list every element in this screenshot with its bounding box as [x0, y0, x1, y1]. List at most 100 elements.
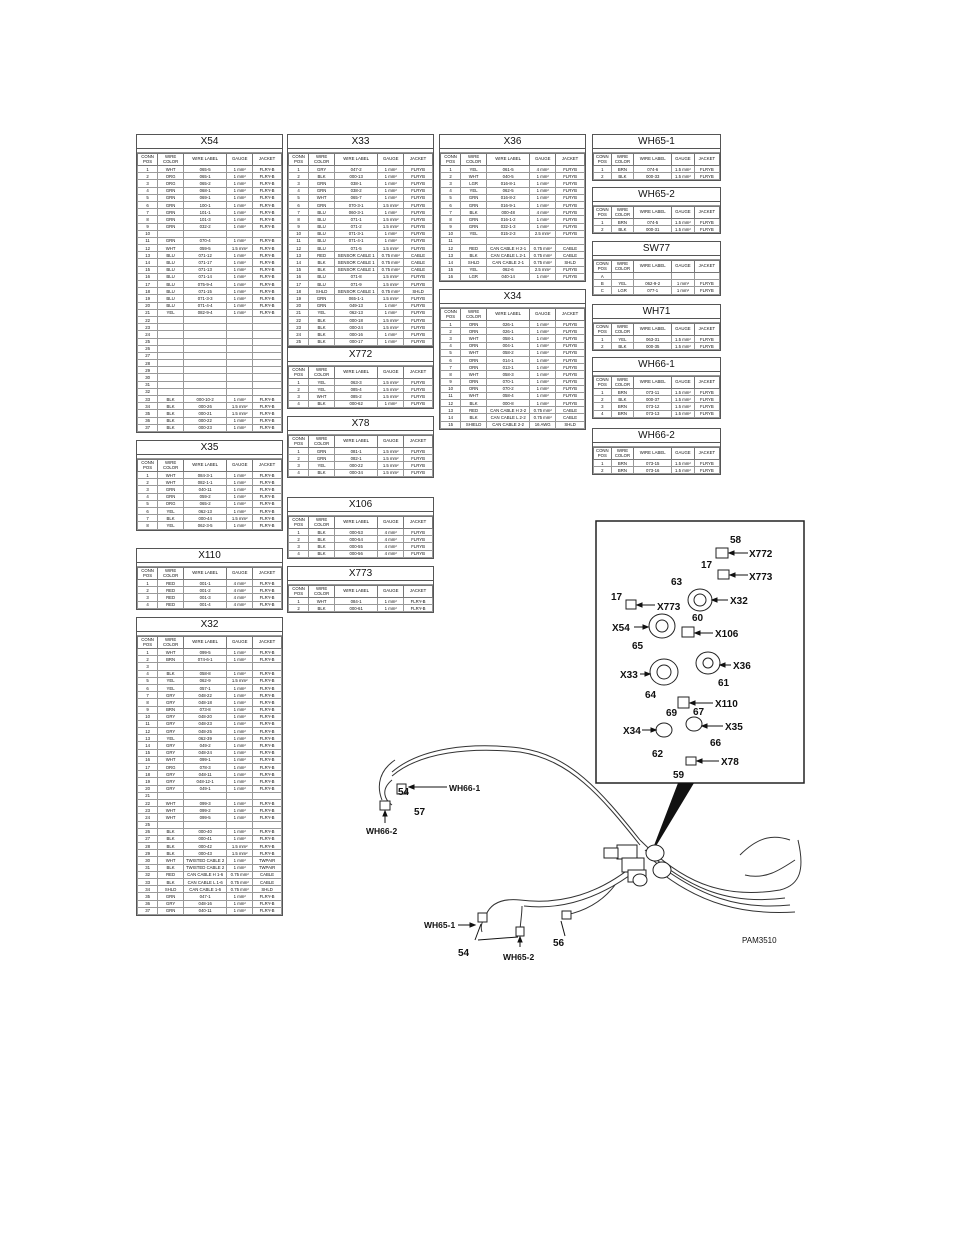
table-cell: 062-6 — [486, 265, 531, 274]
table-cell: FLRY-B — [252, 906, 282, 915]
table-cell: FLRYB — [555, 370, 585, 379]
table-cell — [183, 351, 228, 361]
table-cell: 14 — [287, 258, 310, 267]
table-cell — [693, 271, 721, 281]
table-cell: 6 — [439, 355, 462, 365]
table-cell: CABLE — [555, 251, 585, 260]
table-cell: CAN CABLE L 2-1 — [486, 251, 531, 260]
table-cell: 063-3 — [334, 377, 379, 387]
table-cell: FLRYB — [555, 355, 585, 365]
callout-59: 59 — [673, 770, 685, 781]
table-cell: 1 — [136, 470, 159, 480]
table-cell — [252, 380, 282, 389]
table-cell: 1 mm² — [529, 384, 557, 393]
table-title: X35 — [137, 441, 282, 455]
table-cell: FLRYB — [403, 549, 433, 558]
table-cell: 23 — [136, 323, 159, 332]
table-cell: FLRYB — [403, 385, 433, 394]
table-cell: 0.75 mm² — [529, 413, 557, 422]
table-cell: 070-1 — [486, 377, 531, 386]
table-cell: 4 mm² — [377, 549, 405, 558]
table-cell: 5 — [439, 348, 462, 357]
table-cell: 1 mm² — [226, 287, 254, 296]
table-cell: 084-3-1 — [183, 470, 228, 480]
table-cell: 15 — [136, 265, 159, 274]
table-cell: FLRYB — [693, 395, 721, 404]
table-cell: FLRY-B — [252, 485, 282, 494]
callout-x34: X34 — [623, 726, 641, 737]
table-cell: 1.5 mm² — [377, 454, 405, 463]
table-cell: 37 — [136, 906, 159, 915]
table-cell: 1 mm² — [377, 399, 405, 408]
table-cell: 1 — [287, 377, 310, 387]
callout-x32: X32 — [730, 596, 748, 607]
table-cell: FLRYB — [555, 391, 585, 401]
callout-x35: X35 — [725, 722, 743, 733]
table-cell: 4 mm² — [226, 600, 254, 609]
table-cell: 24 — [136, 330, 159, 339]
table-cell — [252, 351, 282, 361]
table-cell: 25 — [136, 337, 159, 346]
table-cell: 1 mm² — [226, 416, 254, 425]
table-cell: FLRYB — [693, 387, 721, 397]
table-cell: 1 mm² — [226, 492, 254, 501]
table-cell: 071-4-4 — [183, 301, 228, 310]
table-cell: 062-9-2 — [633, 279, 673, 288]
table-cell: 26 — [136, 344, 159, 353]
column-header: CONN POS — [287, 585, 310, 598]
table-title: WH65-1 — [593, 135, 720, 149]
callout-64: 64 — [645, 690, 657, 701]
table-cell — [183, 330, 228, 339]
table-cell: 0.75 mm² — [377, 251, 405, 260]
table-title: X36 — [440, 135, 585, 149]
table-title: X78 — [288, 417, 433, 431]
table-cell: 1 mm² — [226, 272, 254, 282]
callout-54-top: 54 — [398, 787, 410, 798]
table-cell: 16 — [439, 272, 462, 282]
table-cell: 014-1 — [486, 355, 531, 365]
table-cell: FLRY-B — [252, 394, 282, 404]
table-title: SW77 — [593, 242, 720, 256]
table-cell: 35 — [136, 409, 159, 418]
table-cell: 071-13 — [183, 265, 228, 274]
table-cell: 075-9-4 — [183, 279, 228, 289]
table-cell: FLRYB — [555, 327, 585, 336]
table-cell: 059-2 — [183, 492, 228, 501]
table-cell: 058-4 — [486, 391, 531, 401]
table-cell: 1 mm² — [226, 308, 254, 317]
table-cell: 5 — [136, 499, 159, 508]
leader-arrows — [382, 550, 748, 947]
table-cell: FLRYB — [403, 399, 433, 408]
harness-small-connectors — [379, 783, 572, 937]
table-cell: 1 mm² — [377, 604, 405, 613]
callout-wh66-2: WH66-2 — [366, 826, 397, 836]
table-row: 24 — [136, 330, 282, 339]
table-cell — [183, 344, 228, 353]
table-cell: 37 — [136, 423, 159, 432]
table-cell: 081-1 — [334, 446, 379, 456]
table-title: X773 — [288, 567, 433, 581]
